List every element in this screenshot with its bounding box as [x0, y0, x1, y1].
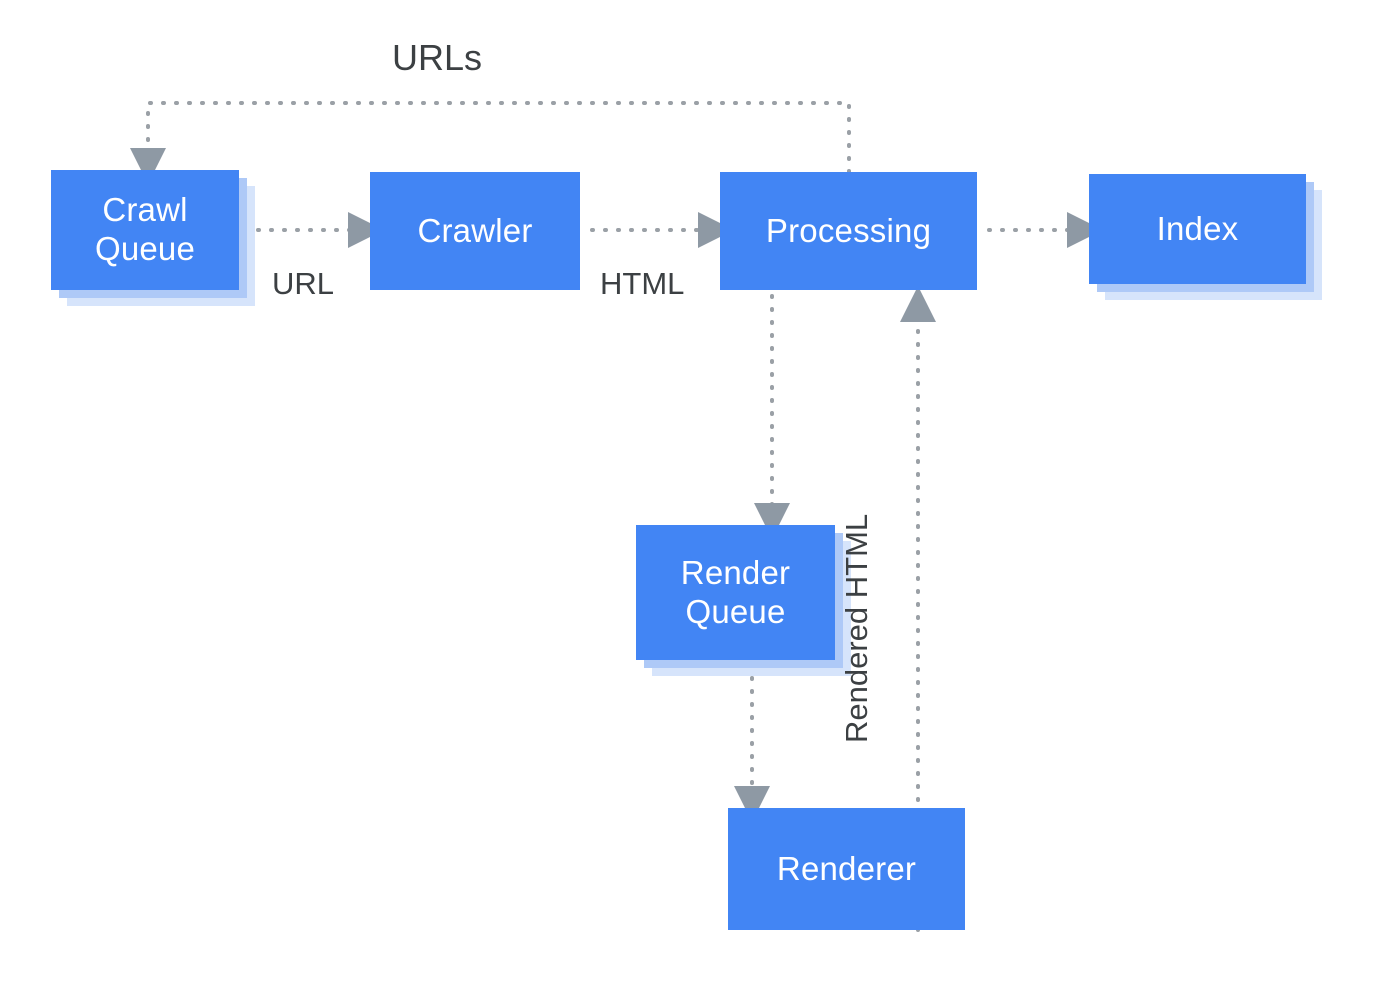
node-render-queue[interactable]: Render Queue [636, 525, 851, 676]
edge-label-html: HTML [600, 266, 685, 301]
node-renderer[interactable]: Renderer [728, 808, 965, 930]
edge-urls [130, 101, 851, 184]
edge-label-url: URL [272, 266, 335, 301]
node-processing[interactable]: Processing [720, 172, 977, 290]
node-index[interactable]: Index [1089, 174, 1322, 300]
edge-label-urls: URLs [392, 37, 483, 78]
node-label-index: Index [1156, 209, 1239, 247]
node-label-crawler: Crawler [417, 211, 533, 249]
node-face: Processing [720, 172, 977, 290]
node-label-render-queue: Render Queue [680, 553, 791, 630]
edge-label-rendered-html: Rendered HTML [839, 513, 874, 743]
node-face: Index [1089, 174, 1306, 284]
node-face: Crawler [370, 172, 580, 290]
node-label-processing: Processing [765, 211, 932, 249]
node-crawler[interactable]: Crawler [370, 172, 580, 290]
node-face: Crawl Queue [51, 170, 239, 290]
node-label-renderer: Renderer [776, 849, 917, 887]
node-label-crawl-queue: Crawl Queue [94, 191, 196, 267]
node-crawl-queue[interactable]: Crawl Queue [51, 170, 255, 306]
node-face: Render Queue [636, 525, 835, 660]
node-face: Renderer [728, 808, 965, 930]
